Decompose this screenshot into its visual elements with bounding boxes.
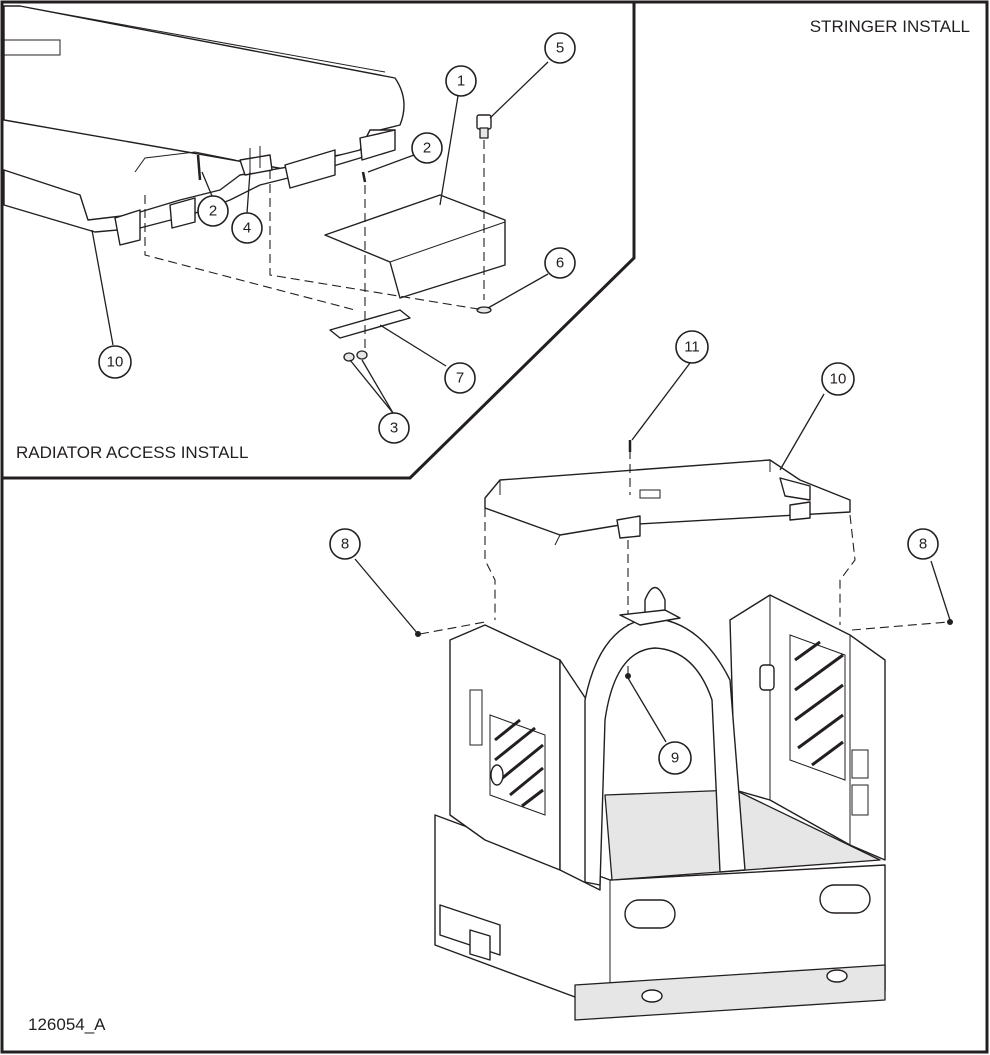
svg-text:10: 10 <box>107 354 124 371</box>
callout-4: 4 <box>231 212 263 244</box>
side-bolt-right <box>947 619 953 625</box>
svg-text:2: 2 <box>423 140 431 157</box>
hold-down-plate <box>329 309 411 339</box>
lifting-bail <box>584 617 746 886</box>
svg-text:10: 10 <box>830 371 847 388</box>
callout-6: 6 <box>544 247 576 279</box>
svg-text:11: 11 <box>684 339 700 356</box>
fork-pocket-left <box>624 899 676 929</box>
lift-bail-bolt <box>625 673 631 679</box>
svg-text:4: 4 <box>243 220 251 237</box>
callout-3: 3 <box>378 412 410 444</box>
callout-7: 7 <box>444 362 476 394</box>
callout-2a: 2 <box>411 132 443 164</box>
left-louver-vent <box>489 714 546 816</box>
svg-text:1: 1 <box>457 73 465 90</box>
svg-text:9: 9 <box>671 750 679 767</box>
nut-right <box>356 350 368 360</box>
radiator-access-cover <box>324 194 506 299</box>
callout-11: 11 <box>675 330 709 364</box>
inset-border <box>2 2 636 480</box>
right-side-wall <box>729 594 886 861</box>
right-louver-vent <box>759 634 869 816</box>
leader-lines <box>91 61 951 743</box>
callout-9: 9 <box>658 741 692 775</box>
callout-10a: 10 <box>98 345 132 379</box>
svg-text:7: 7 <box>456 370 464 387</box>
screw-right <box>361 171 367 183</box>
stringer-install-title: STRINGER INSTALL <box>810 17 970 36</box>
svg-text:3: 3 <box>390 420 398 437</box>
nut-left <box>343 352 355 362</box>
callout-10b: 10 <box>821 362 855 396</box>
stringer-panel <box>484 459 851 536</box>
svg-text:5: 5 <box>556 40 564 57</box>
callout-5: 5 <box>544 32 576 64</box>
washer <box>476 306 492 314</box>
drawing-number: 126054_A <box>28 1015 106 1034</box>
svg-text:6: 6 <box>556 255 564 272</box>
callout-8a: 8 <box>329 528 361 560</box>
radiator-access-title: RADIATOR ACCESS INSTALL <box>16 443 248 462</box>
radiator-access-detail <box>3 5 506 362</box>
svg-text:8: 8 <box>341 536 349 553</box>
callout-8b: 8 <box>907 528 939 560</box>
radiator-top-panel <box>3 5 405 171</box>
knob-fastener <box>476 114 492 139</box>
callout-2b: 2 <box>197 195 229 227</box>
fork-pocket-right <box>819 884 871 914</box>
main-assembly <box>415 440 953 1021</box>
svg-text:2: 2 <box>209 203 217 220</box>
callout-1: 1 <box>445 65 477 97</box>
screw-left <box>196 154 202 181</box>
svg-text:8: 8 <box>919 536 927 553</box>
